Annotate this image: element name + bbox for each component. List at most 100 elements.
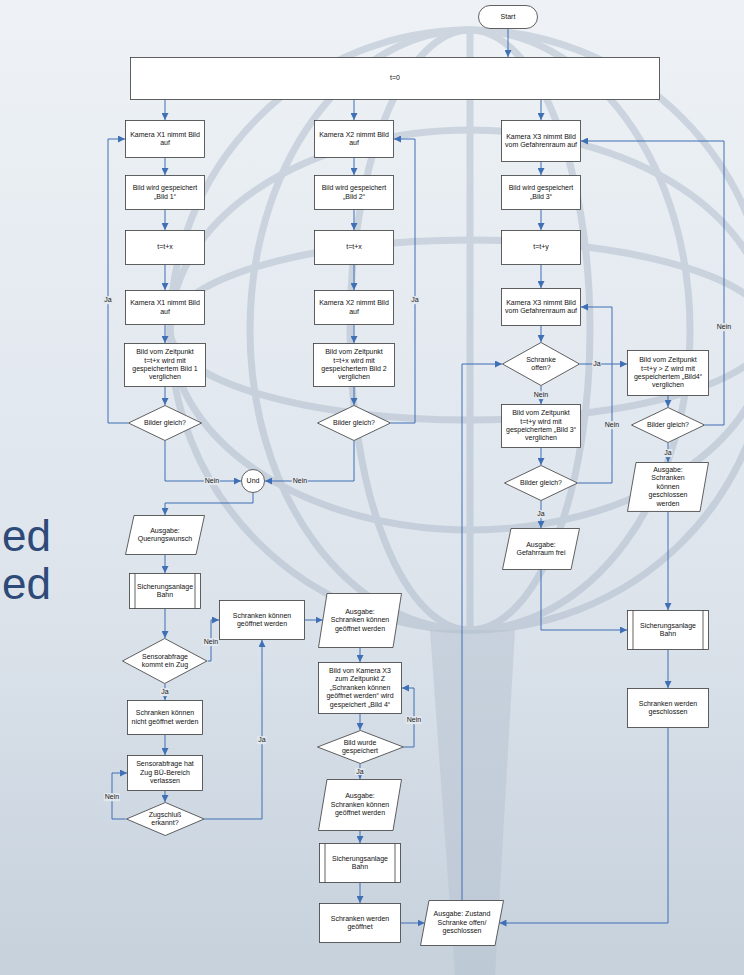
process-box: t=t+y: [501, 230, 581, 265]
node-text: Ausgabe: Schranken können geöffnet werde…: [330, 608, 390, 633]
io-parallelogram: Ausgabe: Schranken können geöffnet werde…: [318, 593, 402, 648]
box-border: [130, 574, 201, 609]
slide-title-fragment: ed: [2, 514, 51, 558]
process-box: Bild vom Zeitpunkt t=t+x wird mit gespei…: [124, 343, 206, 387]
decision-diamond: Sensorabfrage kommt ein Zug: [122, 638, 207, 684]
process-box: t=t+x: [314, 230, 394, 265]
node-text: Ausgabe: Querungswunsch: [137, 527, 193, 544]
node-label: Ausgabe: Gefahrraum frei: [514, 541, 568, 558]
node-text: t=t+x: [129, 243, 201, 251]
node-text: Sicherungsanlage Bahn: [137, 583, 193, 600]
node-text: Bild wurde gespeichert: [338, 739, 383, 756]
flow-connector: [541, 210, 542, 230]
branch-label: Nein: [604, 421, 620, 429]
process-box: Bild von Kamera X3 zum Zeitpunkt Z „Schr…: [318, 662, 402, 714]
process-box: Schranken können nicht geöffnet werden: [127, 700, 203, 735]
process-box: Bild wird gespeichert „Bild 3“: [501, 175, 581, 210]
flow-connector: [360, 648, 361, 662]
node-text: Schranken können geöffnet werden: [223, 612, 301, 629]
flow-connector: [360, 831, 361, 843]
node-text: Sensorabfrage hat Zug BÜ-Bereich verlass…: [131, 760, 199, 785]
node-text: Kamera X3 nimmt Bild vom Gefahrenraum au…: [505, 133, 577, 150]
subprocess-bar: [325, 844, 326, 883]
node-text: Kamera X1 nimmt Bild auf: [129, 299, 201, 316]
process-box: Bild vom Zeitpunkt t=t+x wird mit gespei…: [313, 343, 395, 387]
node-text: Kamera X1 nimmt Bild auf: [129, 131, 201, 148]
branch-label: Nein: [104, 793, 120, 801]
process-box: Schranken werden geschlossen: [627, 688, 709, 728]
process-box: Sensorabfrage hat Zug BÜ-Bereich verlass…: [127, 755, 203, 791]
node-text: Zugschluß erkannt?: [143, 811, 186, 828]
box-border: [320, 844, 401, 883]
io-parallelogram: Ausgabe: Gefahrraum frei: [502, 528, 580, 570]
globe-ring: [170, 30, 744, 630]
globe-latitude: [170, 130, 744, 530]
flow-connector: [165, 100, 166, 120]
branch-label: Nein: [716, 323, 732, 331]
node-text: Bild von Kamera X3 zum Zeitpunkt Z „Schr…: [322, 667, 398, 709]
node-label: Bild vom Zeitpunkt t=t+x wird mit gespei…: [317, 348, 391, 382]
node-text: Bild wird gespeichert „Bild 1“: [129, 184, 201, 201]
diamond-border: [126, 803, 204, 836]
node-text: Kamera X2 nimmt Bild auf: [318, 131, 390, 148]
box-border: [315, 231, 394, 265]
diamond-border: [503, 343, 580, 386]
flow-connector: [165, 609, 166, 638]
node-label: t=t+x: [318, 243, 390, 251]
decision-diamond: Schranke offen?: [502, 342, 580, 386]
branch-label: Ja: [355, 768, 364, 776]
slide-title-fragment: ed: [2, 562, 51, 606]
process-box: Kamera X3 nimmt Bild vom Gefahrenraum au…: [501, 120, 581, 162]
flow-connector: [354, 210, 355, 230]
flow-connector: [541, 326, 542, 342]
flow-connector: [668, 650, 669, 688]
node-label: t=t+y: [505, 243, 577, 251]
diamond-border: [317, 731, 403, 764]
subprocess-bar: [195, 574, 196, 609]
subprocess-bar: [395, 844, 396, 883]
globe-sculpture: [170, 30, 744, 630]
flow-connector: [354, 387, 355, 405]
decision-diamond: Zugschluß erkannt?: [126, 802, 205, 836]
decision-diamond: Bilder gleich?: [317, 405, 391, 441]
box-border: [220, 601, 305, 640]
node-text: Und: [241, 477, 265, 485]
parallelogram-border: [319, 594, 402, 648]
flow-connector: [668, 512, 669, 610]
node-text: Bild wird gespeichert „Bild 2“: [318, 184, 390, 201]
flow-connector: [265, 441, 354, 481]
box-border: [131, 58, 660, 100]
node-text: Schranke offen?: [517, 356, 565, 373]
branch-label: Nein: [204, 477, 220, 485]
globe-meridian: [350, 30, 590, 630]
flow-connector: [305, 620, 323, 621]
box-border: [125, 344, 206, 387]
process-box: t=0: [130, 57, 660, 100]
branch-label: Ja: [592, 360, 601, 368]
subprocess-box: Sicherungsanlage Bahn: [129, 573, 201, 609]
process-box: t=t+x: [125, 230, 205, 265]
flow-connector: [165, 791, 166, 802]
node-label: Sicherungsanlage Bahn: [137, 583, 193, 600]
flow-connector: [165, 265, 166, 290]
flow-connector: [580, 364, 627, 365]
box-border: [126, 121, 205, 158]
process-box: Schranken können geöffnet werden: [219, 600, 305, 640]
parallelogram-border: [503, 529, 580, 570]
box-border: [128, 701, 203, 735]
diamond-border: [632, 408, 705, 443]
node-text: Ausgabe: Schranken können geschlossen we…: [639, 466, 697, 508]
decision-diamond: Bilder gleich?: [128, 405, 202, 441]
decision-diamond: Bilder gleich?: [631, 407, 705, 443]
node-label: Schranken können geöffnet werden: [223, 612, 301, 629]
box-border: [628, 351, 709, 396]
flow-connector: [354, 158, 355, 175]
flow-connector: [668, 396, 669, 407]
process-box: Bild wird gespeichert „Bild 1“: [125, 175, 205, 210]
subprocess-box: Sicherungsanlage Bahn: [319, 843, 401, 883]
node-label: Bilder gleich?: [518, 479, 564, 487]
node-label: Bild wurde gespeichert: [338, 739, 383, 756]
box-border: [479, 6, 538, 29]
branch-label: Nein: [533, 391, 549, 399]
box-border: [628, 689, 709, 728]
